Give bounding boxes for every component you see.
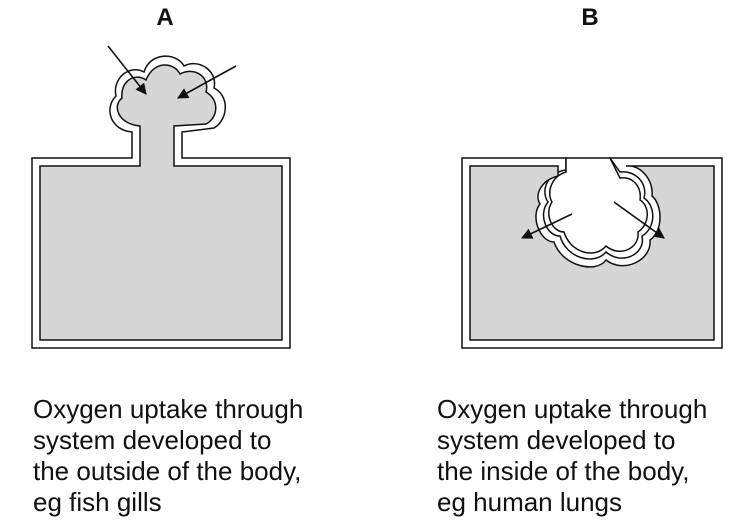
panel-a-caption: Oxygen uptake through system developed t… [33,394,303,518]
panel-a-organism [32,46,290,348]
panel-b-caption: Oxygen uptake through system developed t… [437,394,707,518]
panel-a-caption-line: Oxygen uptake through [33,394,303,425]
panel-b-organism [462,158,722,348]
diagram-drawing [0,0,750,370]
panel-a-body [40,65,282,340]
panel-b-caption-line: the inside of the body, [437,456,707,487]
panel-b-caption-line: eg human lungs [437,487,707,518]
panel-b-caption-line: Oxygen uptake through [437,394,707,425]
panel-a-caption-line: the outside of the body, [33,456,303,487]
panel-b-caption-line: system developed to [437,425,707,456]
panel-a-caption-line: system developed to [33,425,303,456]
panel-a-caption-line: eg fish gills [33,487,303,518]
